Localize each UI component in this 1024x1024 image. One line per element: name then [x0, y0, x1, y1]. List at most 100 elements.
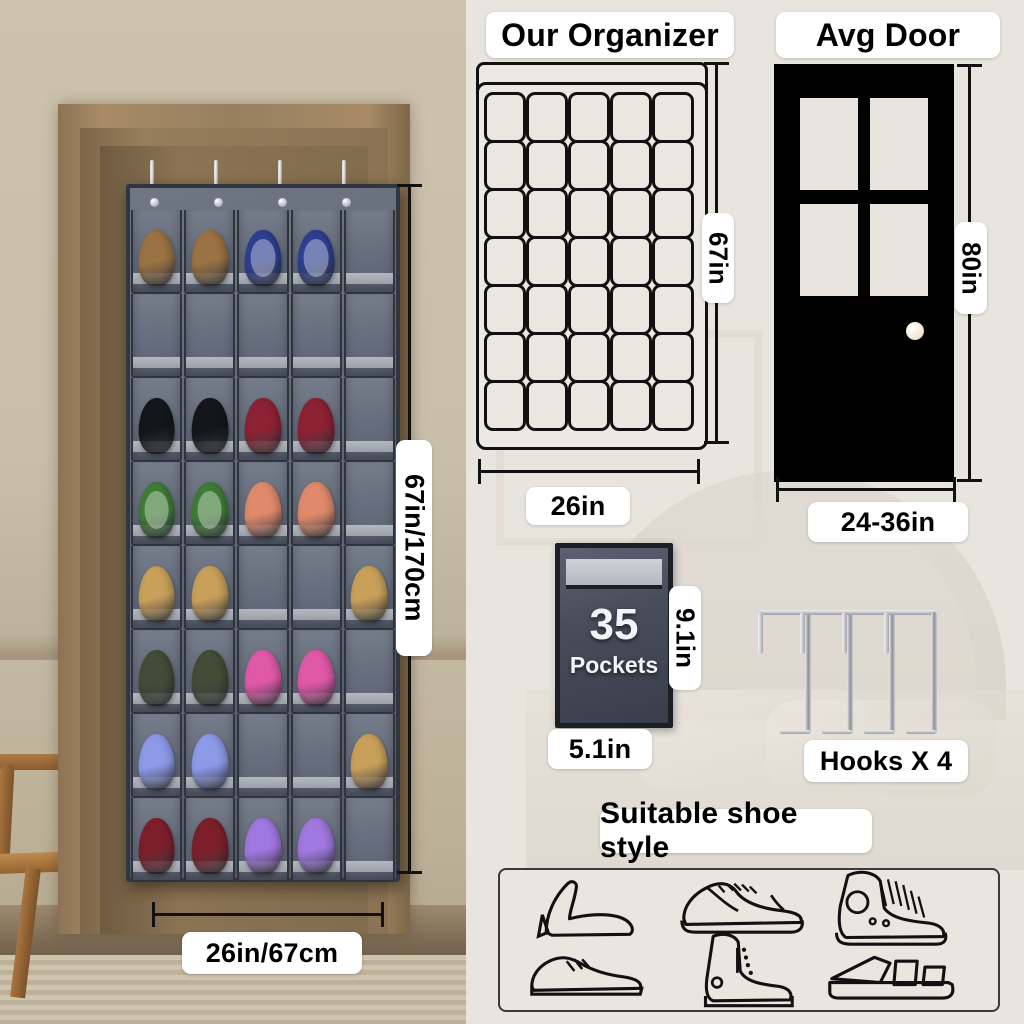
schematic-pocket-cell	[568, 140, 610, 191]
pocket	[343, 714, 396, 798]
schematic-pocket-cell	[484, 140, 526, 191]
stored-shoe	[191, 650, 229, 706]
pocket	[131, 714, 183, 798]
schematic-pocket-cell	[526, 284, 568, 335]
info-panel: Our Organizer Avg Door 67in 26in 80in 24…	[466, 0, 1024, 1024]
schematic-pocket-cell	[484, 92, 526, 143]
schematic-pocket-cell	[610, 380, 652, 431]
grommet	[214, 198, 223, 207]
stored-shoe	[138, 230, 175, 286]
hook-long-leg	[889, 612, 895, 734]
pocket	[290, 210, 342, 294]
hook-short-leg	[842, 612, 847, 654]
schematic-pocket-cell	[610, 236, 652, 287]
door-pane-bottom-left	[800, 204, 858, 296]
hook-long-leg	[805, 612, 811, 734]
pocket	[237, 294, 289, 378]
schematic-pocket-cell	[484, 284, 526, 335]
grommet	[150, 198, 159, 207]
organizer-width-dimension-line	[478, 459, 700, 484]
pocket-count-number: 35	[589, 600, 639, 649]
schematic-pocket-cell	[484, 332, 526, 383]
schematic-pocket-cell	[610, 332, 652, 383]
hook-top-bend	[800, 610, 852, 615]
pocket-band	[345, 525, 394, 536]
pocket	[343, 462, 396, 546]
stored-shoe	[297, 230, 335, 286]
schematic-pocket-cell	[568, 236, 610, 287]
schematic-pocket-cell	[526, 140, 568, 191]
stored-shoe	[191, 398, 229, 454]
pocket	[131, 630, 183, 714]
door-hook	[842, 610, 912, 736]
schematic-pocket-cell	[652, 332, 694, 383]
schematic-pocket-cell	[568, 284, 610, 335]
schematic-pocket-cell	[484, 236, 526, 287]
stored-shoe	[244, 230, 282, 286]
pocket-row	[130, 798, 396, 882]
schematic-pocket-cell	[610, 188, 652, 239]
schematic-pocket-cell	[526, 380, 568, 431]
hook-short-leg	[800, 612, 805, 654]
pocket	[237, 462, 289, 546]
stored-shoe	[191, 818, 229, 874]
schematic-pocket-cell	[568, 332, 610, 383]
stored-shoe	[244, 818, 282, 874]
pocket	[131, 546, 183, 630]
door-compare-title: Avg Door	[776, 12, 1000, 58]
pocket-row	[130, 294, 396, 378]
pocket	[237, 210, 289, 294]
pocket	[237, 378, 289, 462]
high-heel-pump-icon	[536, 880, 634, 939]
schematic-pocket-cell	[484, 188, 526, 239]
pocket	[184, 378, 236, 462]
low-top-sneaker-icon	[680, 882, 804, 934]
pocket	[343, 630, 396, 714]
stored-shoe	[351, 566, 388, 622]
schematic-pocket-cell	[526, 188, 568, 239]
pocket	[343, 798, 396, 882]
pocket-band	[186, 357, 234, 368]
pocket-height-label: 9.1in	[669, 586, 701, 690]
pocket	[237, 798, 289, 882]
door-pane-bottom-right	[870, 204, 928, 296]
schematic-pocket-cell	[526, 332, 568, 383]
pocket	[290, 294, 342, 378]
stored-shoe	[297, 482, 335, 538]
stored-shoe	[244, 650, 282, 706]
pocket	[343, 378, 396, 462]
pocket-band	[292, 777, 340, 788]
stored-shoe	[297, 818, 335, 874]
schematic-pocket-cell	[652, 284, 694, 335]
pocket-width-label: 5.1in	[548, 729, 652, 769]
stored-shoe	[351, 734, 388, 790]
hook-top-bend	[758, 610, 810, 615]
pocket-row	[130, 546, 396, 630]
pocket-row	[130, 630, 396, 714]
pocket-row	[130, 714, 396, 798]
schematic-pocket-cell	[568, 92, 610, 143]
pocket	[237, 546, 289, 630]
pocket-row	[130, 378, 396, 462]
pocket	[131, 294, 183, 378]
schematic-pocket-cell	[652, 188, 694, 239]
schematic-pocket-cell	[652, 380, 694, 431]
pocket	[237, 630, 289, 714]
grommet	[278, 198, 287, 207]
pocket-band	[345, 861, 394, 872]
schematic-pocket-cell	[526, 236, 568, 287]
door-pane-top-left	[800, 98, 858, 190]
stored-shoe	[297, 398, 335, 454]
hook-top-bend	[884, 610, 936, 615]
pocket	[184, 798, 236, 882]
pocket	[343, 294, 396, 378]
organizer-width-label: 26in	[526, 487, 630, 525]
pocket-count-word: Pockets	[569, 652, 659, 678]
pocket	[290, 714, 342, 798]
stored-shoe	[244, 482, 282, 538]
hook-foot	[822, 730, 852, 734]
pocket-band	[345, 441, 394, 452]
hook-long-leg	[931, 612, 937, 734]
hook-foot	[780, 730, 810, 734]
